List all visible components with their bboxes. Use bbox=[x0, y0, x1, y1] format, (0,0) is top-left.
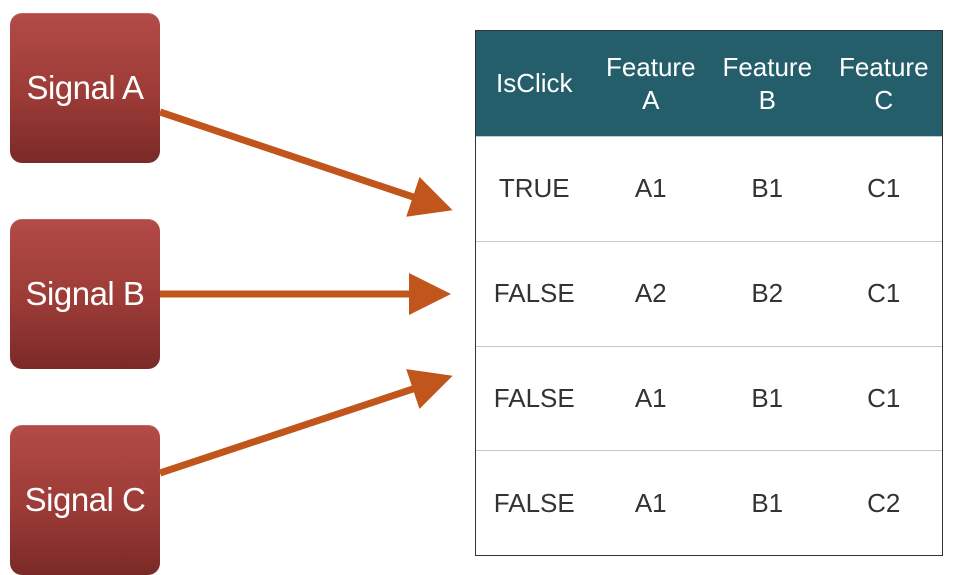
cell-feature-a: A1 bbox=[634, 382, 667, 413]
signal-a-box: Signal A bbox=[10, 13, 160, 163]
cell-feature-a: A1 bbox=[634, 487, 667, 518]
cell-feature-b: B2 bbox=[751, 278, 784, 309]
cell-feature-c: C1 bbox=[867, 382, 901, 413]
table-row: FALSE A1 B1 C2 bbox=[476, 450, 942, 555]
signal-b-box: Signal B bbox=[10, 219, 160, 369]
cell-feature-a: A1 bbox=[634, 173, 667, 204]
signal-c-label: Signal C bbox=[24, 481, 146, 518]
table-row: FALSE A2 B2 C1 bbox=[476, 240, 942, 346]
arrow-signal-c bbox=[158, 369, 453, 477]
header-isclick: IsClick bbox=[495, 68, 573, 98]
table-row: FALSE A1 B1 C1 bbox=[476, 345, 942, 451]
cell-isclick: TRUE bbox=[498, 173, 570, 204]
cell-feature-b: B1 bbox=[751, 382, 784, 413]
table-row: TRUE A1 B1 C1 bbox=[476, 136, 942, 241]
cell-feature-b: B1 bbox=[751, 173, 784, 204]
cell-isclick: FALSE bbox=[493, 487, 575, 518]
header-feature-c: Feature C bbox=[838, 51, 929, 115]
signal-a-label: Signal A bbox=[26, 69, 144, 106]
cell-feature-c: C1 bbox=[867, 278, 901, 309]
feature-table: IsClick Feature A Feature B Feature C TR… bbox=[475, 30, 943, 556]
header-feature-a: Feature A bbox=[605, 51, 696, 115]
cell-isclick: FALSE bbox=[493, 278, 575, 309]
arrow-signal-a bbox=[158, 108, 453, 217]
cell-feature-c: C1 bbox=[867, 173, 901, 204]
cell-isclick: FALSE bbox=[493, 382, 575, 413]
signal-b-label: Signal B bbox=[25, 275, 145, 312]
header-feature-b: Feature B bbox=[722, 51, 813, 115]
signal-c-box: Signal C bbox=[10, 425, 160, 575]
table-header-row: IsClick Feature A Feature B Feature C bbox=[476, 31, 942, 136]
cell-feature-b: B1 bbox=[751, 487, 784, 518]
cell-feature-a: A2 bbox=[634, 278, 667, 309]
cell-feature-c: C2 bbox=[867, 487, 901, 518]
